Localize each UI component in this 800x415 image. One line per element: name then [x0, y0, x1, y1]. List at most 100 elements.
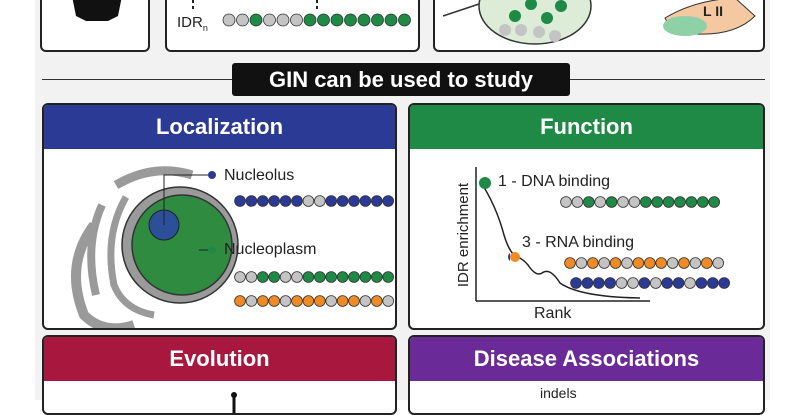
bead-blue — [245, 195, 258, 207]
bead-blue — [370, 195, 383, 207]
bead-blue — [336, 195, 349, 207]
bead-green — [605, 196, 618, 208]
nucleoplasm-label: Nucleoplasm — [224, 241, 317, 258]
nucleoplasm-chain-green — [234, 271, 395, 283]
bead-grey — [245, 295, 258, 307]
bead-blue — [604, 277, 617, 289]
bead-blue — [382, 195, 395, 207]
bead-green — [257, 271, 269, 283]
idr-label: IDR — [177, 14, 203, 31]
bead-green — [640, 196, 652, 208]
bead-green — [382, 271, 395, 283]
bead-grey — [628, 196, 641, 208]
bead-orange — [268, 295, 281, 307]
bead-green — [325, 271, 338, 283]
bead-green — [371, 13, 384, 27]
bead-grey — [571, 196, 584, 208]
bead-green — [685, 196, 698, 208]
bead-grey — [325, 295, 338, 307]
top-left-box — [40, 0, 150, 52]
bead-grey — [279, 295, 292, 307]
bead-orange — [370, 295, 383, 307]
disease-title: Disease Associations — [410, 337, 763, 381]
bead-grey — [382, 295, 395, 307]
evolution-panel: Evolution — [42, 335, 397, 415]
bead-orange — [587, 257, 599, 269]
bead-green — [344, 13, 357, 27]
banner-title: GIN can be used to study — [232, 63, 570, 96]
top-middle-box: IDRn — [165, 0, 420, 52]
bead-blue — [279, 195, 292, 207]
function-xlabel: Rank — [534, 305, 572, 322]
rna-binding-label: 3 - RNA binding — [522, 234, 635, 251]
nucleolus-chain — [234, 195, 395, 207]
bead-orange — [313, 295, 326, 307]
bead-green — [651, 196, 664, 208]
bead-blue — [593, 277, 605, 289]
nucleolus-label: Nucleolus — [224, 167, 295, 184]
bead-orange — [678, 257, 690, 269]
bead-grey — [712, 257, 725, 269]
bead-blue — [638, 277, 651, 289]
bead-orange — [700, 257, 713, 269]
bead-orange — [336, 295, 349, 307]
disease-panel: Disease Associations indels — [408, 335, 765, 415]
bead-grey — [617, 196, 629, 208]
bead-blue — [268, 195, 281, 207]
bead-blue — [348, 195, 360, 207]
bead-green — [359, 271, 372, 283]
localization-title: Localization — [44, 105, 395, 149]
bead-green — [370, 271, 383, 283]
bead-blue — [291, 195, 303, 207]
function-ylabel: IDR enrichment — [455, 182, 472, 287]
bead-grey — [684, 277, 696, 289]
bead-orange — [644, 257, 656, 269]
dna-binding-label: 1 - DNA binding — [498, 173, 611, 190]
bead-grey — [290, 13, 303, 27]
function-title: Function — [410, 105, 763, 149]
bead-grey — [276, 13, 290, 27]
bead-blue — [325, 195, 338, 207]
bead-orange — [609, 257, 622, 269]
bead-green — [662, 196, 675, 208]
cell-diagram — [71, 166, 395, 328]
bead-grey — [279, 271, 292, 283]
localization-panel: Localization Nucleolus Nucleoplasm — [42, 103, 397, 330]
bead-green — [674, 196, 686, 208]
bead-blue — [706, 277, 719, 289]
bead-grey — [313, 195, 326, 207]
bead-grey — [359, 295, 372, 307]
bead-blue — [661, 277, 674, 289]
idr-subscript: n — [202, 23, 208, 33]
bead-orange — [655, 257, 668, 269]
bead-grey — [594, 196, 607, 208]
bead-grey — [560, 196, 572, 208]
top-idr-chain — [222, 13, 411, 27]
bead-grey — [575, 257, 588, 269]
bead-orange — [348, 295, 360, 307]
bead-green — [302, 271, 315, 283]
bead-orange — [564, 257, 576, 269]
top-right-box: L II — [433, 0, 765, 52]
rna-binding-chain-blue — [570, 277, 731, 289]
bead-green — [398, 13, 411, 27]
bead-grey — [222, 13, 236, 27]
bead-grey — [234, 271, 246, 283]
bead-green — [268, 271, 281, 283]
bead-grey — [621, 257, 633, 269]
bead-orange — [302, 295, 315, 307]
rank-plot: IDR enrichment — [455, 167, 731, 302]
bead-green — [583, 196, 595, 208]
bead-green — [317, 13, 330, 27]
bead-grey — [650, 277, 662, 289]
divider-left — [42, 79, 232, 80]
bead-grey — [627, 277, 639, 289]
bead-green — [313, 271, 326, 283]
bead-green — [249, 13, 263, 27]
person-silhouette-icon — [72, 0, 122, 21]
bead-grey — [666, 257, 679, 269]
bead-orange — [257, 295, 269, 307]
divider-right — [570, 79, 765, 80]
bead-grey — [245, 271, 258, 283]
bead-green — [708, 196, 721, 208]
